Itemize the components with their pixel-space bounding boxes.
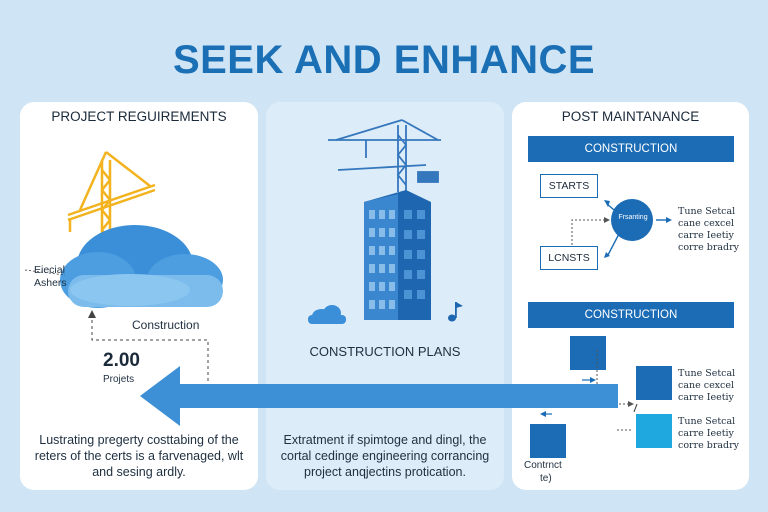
- lcnsts-node: LCNSTS: [540, 246, 598, 270]
- crane-icon: [67, 151, 156, 260]
- square-block: [636, 414, 672, 448]
- caption-line: Lustrating pregerty costtabing of the: [39, 433, 239, 447]
- note-line: Tune Setcal: [678, 416, 736, 427]
- note-line: carre Ieetiy: [678, 230, 734, 241]
- panel-header: PROJECT REGUIREMENTS: [51, 109, 227, 124]
- panel-caption: Extratment if spimtoge and dingl, the co…: [276, 432, 494, 480]
- note-line: carre Ieetiy: [678, 392, 734, 403]
- building-crane-illustration: [308, 119, 463, 324]
- cloud-label: Construction: [132, 318, 200, 332]
- crane-cloud-illustration: [24, 151, 223, 308]
- note-line: cane cexcel: [678, 218, 735, 229]
- caption-line: cortal cedinge engineering corrancing: [280, 449, 490, 463]
- stat-value: 2.00: [103, 350, 140, 371]
- skyscraper-icon: [364, 190, 431, 320]
- caption-line: and sesing ardly.: [92, 465, 186, 479]
- note-block: Tune Setcal cane cexcel carre Ieetiy: [678, 368, 735, 404]
- note-line: Tune Setcal: [678, 206, 736, 217]
- bottom-label: Contrnct: [524, 460, 562, 471]
- note-line: corre bradry: [678, 440, 740, 451]
- construction-plans-label: CONSTRUCTION PLANS: [309, 344, 461, 359]
- tower-crane-icon: [328, 119, 441, 192]
- dashed-connector: [88, 310, 209, 382]
- center-node-label: Frsanting: [618, 214, 648, 221]
- note-line: corre bradry: [678, 242, 740, 253]
- panel-caption: Lustrating pregerty costtabing of the re…: [30, 432, 248, 480]
- panel-header: POST MAINTANANCE: [561, 109, 700, 124]
- note-block: Tune Setcal carre Ieetiy corre bradry: [678, 416, 739, 452]
- starts-node: STARTS: [540, 174, 598, 198]
- stat-label: Projets: [103, 374, 135, 385]
- bottom-label: te): [540, 473, 552, 484]
- note-block: Tune Setcal cane cexcel carre Ieetiy cor…: [678, 206, 739, 254]
- side-label: Eiecial: [34, 264, 65, 276]
- construction-bar: CONSTRUCTION: [528, 136, 734, 162]
- small-cloud-icon: [308, 305, 346, 324]
- page-title: SEEK AND ENHANCE: [172, 38, 596, 82]
- music-note-icon: [448, 302, 463, 322]
- side-label: Ashers: [34, 277, 67, 289]
- note-line: cane cexcel: [678, 380, 735, 391]
- caption-line: Extratment if spimtoge and dingl, the: [283, 433, 487, 447]
- flow-arrow: [140, 366, 618, 426]
- flow-connectors: [571, 199, 672, 258]
- cloud-icon: [60, 225, 223, 308]
- square-block: [636, 366, 672, 400]
- caption-line: project anqjectins protication.: [304, 465, 466, 479]
- note-line: carre Ieetiy: [678, 428, 734, 439]
- note-line: Tune Setcal: [678, 368, 736, 379]
- square-block: [570, 336, 606, 370]
- construction-bar: CONSTRUCTION: [528, 302, 734, 328]
- caption-line: reters of the certs is a farvenaged, wlt: [34, 449, 244, 463]
- square-block: [530, 424, 566, 458]
